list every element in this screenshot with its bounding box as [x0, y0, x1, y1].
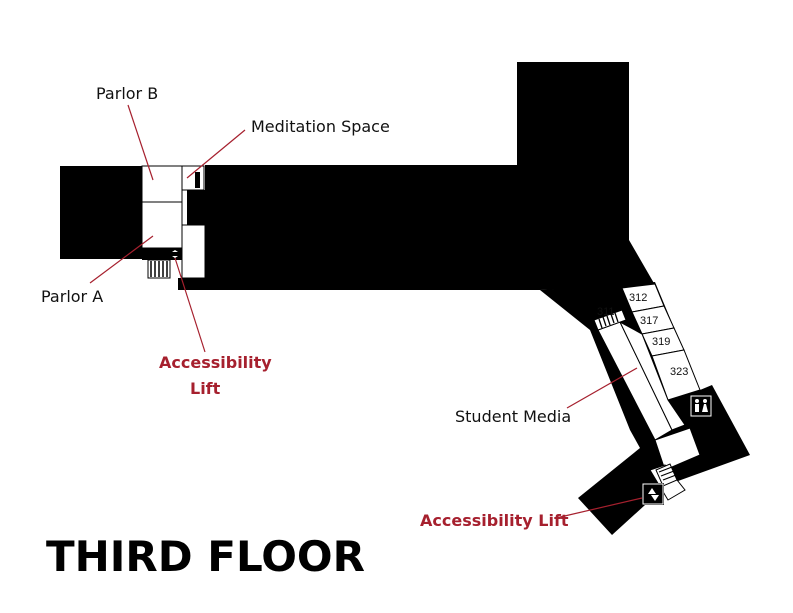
room-label-311: 311 — [597, 306, 615, 318]
label-accessibility-lift-left-1: Accessibility — [159, 353, 272, 372]
corridor-left — [181, 224, 206, 279]
room-parlor-a — [141, 201, 183, 249]
west-wing — [60, 166, 142, 259]
stairs-icon-lower — [655, 463, 678, 487]
meditation-wall — [195, 172, 200, 188]
label-student-media: Student Media — [455, 407, 571, 426]
tower-connector — [517, 165, 655, 290]
label-parlor-b: Parlor B — [96, 84, 158, 103]
room-label-319: 319 — [652, 336, 670, 348]
lift-base-left — [178, 278, 208, 290]
leader-lines — [89, 104, 643, 519]
elevator-icon — [642, 483, 664, 505]
room-label-312: 312 — [629, 292, 647, 304]
label-parlor-a: Parlor A — [41, 287, 103, 306]
label-meditation-space: Meditation Space — [251, 117, 390, 136]
southeast-rooms — [597, 283, 701, 501]
restroom-icon — [690, 395, 712, 417]
label-accessibility-lift-left-2: Lift — [190, 379, 221, 398]
label-accessibility-lift-right: Accessibility Lift — [420, 511, 569, 530]
stairs-icon-311 — [593, 309, 627, 331]
room-label-317: 317 — [640, 315, 658, 327]
room-student-media — [618, 320, 686, 431]
notch — [187, 190, 205, 225]
main-wing — [205, 165, 520, 290]
stairs-icon — [147, 259, 171, 279]
parlor-rooms — [141, 165, 206, 279]
room-label-323: 323 — [670, 366, 688, 378]
room-meditation — [181, 165, 205, 191]
room-parlor-b — [141, 165, 183, 203]
floor-title: THIRD FLOOR — [46, 532, 365, 581]
elevator-icon-left — [169, 249, 181, 260]
corridor-lower — [654, 427, 701, 471]
